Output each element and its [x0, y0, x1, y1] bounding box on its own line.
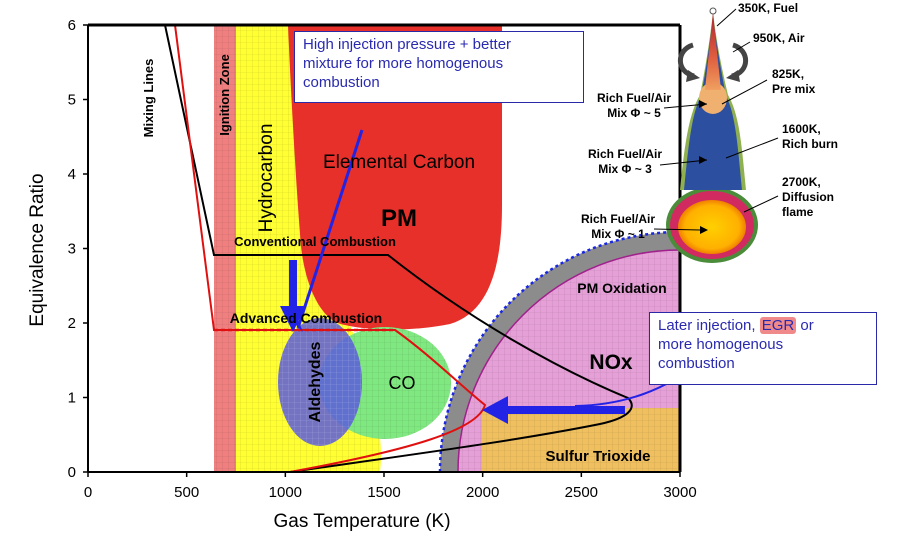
rich-mix-3-line2: Mix Φ ~ 3	[598, 162, 652, 176]
callout-right-line1-post: or	[796, 317, 814, 334]
callout-top-line1: High injection pressure + better	[303, 36, 512, 53]
callout-right-line1-pre: Later injection,	[658, 317, 760, 334]
left-arrow-shaft	[505, 406, 625, 414]
swirl-right-icon	[731, 42, 749, 79]
pointer-premix	[721, 79, 768, 105]
axis-ticks: 0 500 1000 1500 2000 2500 3000 0 1 2 3 4 5 6	[68, 17, 697, 501]
egr-highlight: EGR	[759, 317, 797, 334]
pointer-rich3-head	[699, 156, 707, 164]
flame-illustration: 350K, Fuel 950K, Air 825K, Pre mix 1600K…	[581, 1, 838, 263]
flame-temp-richburn: 1600K,	[782, 122, 821, 136]
ignition-zone-grid	[214, 25, 236, 472]
rich-mix-5-line2: Mix Φ ~ 5	[607, 106, 661, 120]
pointer-diffusion	[743, 195, 779, 213]
pm-oxidation-boundary	[438, 230, 681, 473]
callout-top-line2: mixture for more homogenous	[303, 55, 504, 72]
rich-mix-1-line1: Rich Fuel/Air	[581, 212, 655, 226]
sulfur-trioxide-label: Sulfur Trioxide	[545, 448, 650, 465]
pointer-rich1-head	[700, 226, 708, 234]
flame-core	[678, 200, 746, 254]
swirl-left-arrowhead	[686, 70, 700, 82]
x-tick-label-1: 500	[174, 484, 199, 501]
injector-tip-icon	[709, 7, 717, 15]
y-tick-label-5: 5	[68, 92, 76, 109]
callout-top-line3: combustion	[303, 74, 380, 91]
aldehydes-label: Aldehydes	[307, 341, 324, 422]
swirl-right-arrowhead	[726, 70, 740, 82]
flame-temp-diffusion: 2700K,	[782, 175, 821, 189]
x-tick-label-6: 3000	[663, 484, 696, 501]
pointer-rich5-head	[699, 100, 707, 108]
flame-temp-air: 950K, Air	[753, 31, 805, 45]
flame-diffusion-label-2: flame	[782, 205, 814, 219]
x-tick-label-0: 0	[84, 484, 92, 501]
flame-temp-premix: 825K,	[772, 67, 804, 81]
advanced-combustion-label: Advanced Combustion	[230, 310, 382, 326]
nox-label: NOx	[589, 351, 633, 374]
mixing-line	[164, 24, 633, 473]
pm-label: PM	[381, 205, 417, 232]
y-axis-label: Equivalence Ratio	[27, 173, 48, 326]
x-tick-label-4: 2000	[466, 484, 499, 501]
rich-mix-5-line1: Rich Fuel/Air	[597, 91, 671, 105]
down-arrow-head	[280, 306, 306, 332]
pointer-fuel	[716, 8, 737, 27]
callout-later-injection: Later injection, EGR or more homogenous …	[649, 312, 877, 385]
co-label: CO	[389, 373, 416, 393]
nox-boundary	[457, 249, 681, 473]
y-tick-label-6: 6	[68, 17, 76, 34]
y-tick-label-1: 1	[68, 390, 76, 407]
callout-right-line1: Later injection, EGR or	[658, 316, 868, 335]
ignition-zone-label: Ignition Zone	[217, 54, 232, 136]
x-tick-label-5: 2500	[565, 484, 598, 501]
x-axis-label: Gas Temperature (K)	[273, 511, 450, 532]
aldehydes-grid	[278, 318, 362, 446]
y-tick-label-0: 0	[68, 464, 76, 481]
callout-right-line3: combustion	[658, 355, 735, 372]
rich-mix-1-line2: Mix Φ ~ 1	[591, 227, 645, 241]
pointer-air	[732, 41, 751, 53]
y-tick-label-2: 2	[68, 315, 76, 332]
flame-fuel-jet	[705, 12, 721, 90]
y-tick-label-4: 4	[68, 166, 76, 183]
flame-diffusion-label-1: Diffusion	[782, 190, 834, 204]
pm-oxidation-label: PM Oxidation	[577, 280, 666, 296]
conventional-combustion-label: Conventional Combustion	[234, 234, 396, 249]
y-tick-label-3: 3	[68, 241, 76, 258]
x-tick-label-3: 1500	[367, 484, 400, 501]
rich-mix-3-line1: Rich Fuel/Air	[588, 147, 662, 161]
advanced-combustion-line	[174, 24, 487, 473]
injection-arrow-line	[296, 129, 364, 329]
elemental-label: Elemental Carbon	[323, 152, 475, 173]
pointer-richburn	[725, 137, 779, 159]
flame-premix-label: Pre mix	[772, 82, 816, 96]
callout-injection-pressure: High injection pressure + better mixture…	[294, 31, 584, 103]
flame-temp-fuel: 350K, Fuel	[738, 1, 798, 15]
callout-right-line2: more homogenous	[658, 336, 784, 353]
down-arrow-shaft	[289, 260, 297, 308]
flame-richburn-label: Rich burn	[782, 137, 838, 151]
mixing-lines-label: Mixing Lines	[141, 59, 156, 138]
hydrocarbon-label: Hydrocarbon	[256, 124, 277, 233]
x-tick-label-2: 1000	[269, 484, 302, 501]
left-arrow-head	[482, 396, 508, 424]
swirl-left-icon	[677, 42, 695, 79]
pointer-rich1	[653, 228, 701, 231]
